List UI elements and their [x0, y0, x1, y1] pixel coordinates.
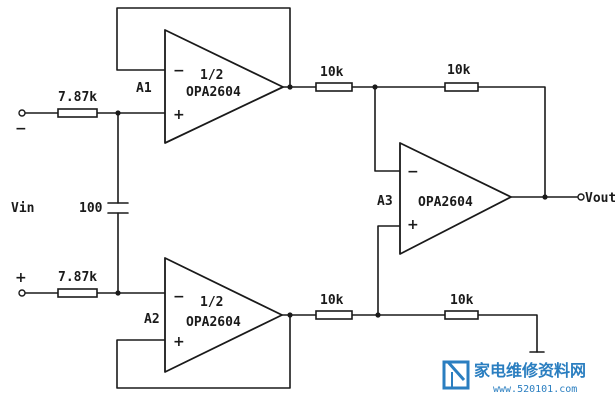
resistor-r2: [315, 310, 353, 320]
a2-plus-pin: +: [173, 334, 185, 350]
a3-part: OPA2604: [418, 195, 473, 210]
input-plus-sign: +: [15, 270, 27, 286]
r2-label: 10k: [320, 293, 344, 308]
resistor-input-top: [57, 108, 98, 118]
junction-dot: [375, 312, 381, 318]
wire-bottom-bus: [351, 314, 538, 353]
a2-ref: A2: [144, 312, 160, 327]
junction-dot: [115, 110, 121, 116]
junction-dots: [115, 84, 548, 318]
a3-minus-pin: −: [407, 164, 419, 180]
a2-part-line1: 1/2: [200, 295, 223, 310]
resistor-feedback: [444, 82, 479, 92]
watermark-logo-icon: [442, 360, 470, 390]
watermark-url: www.520101.com: [493, 384, 577, 395]
a1-plus-pin: +: [173, 107, 185, 123]
a1-ref: A1: [136, 81, 152, 96]
r-ground-label: 10k: [450, 293, 474, 308]
a3-plus-pin: +: [407, 217, 419, 233]
resistor-r1: [315, 82, 353, 92]
a1-minus-pin: −: [173, 63, 185, 79]
wire-a3-plus: [377, 225, 401, 316]
a2-minus-pin: −: [173, 289, 185, 305]
r-in-bottom-label: 7.87k: [58, 270, 97, 285]
a1-part-line2: OPA2604: [186, 85, 241, 100]
terminal-vout: [577, 193, 585, 201]
wire-a2-feedback: [116, 314, 291, 389]
junction-dot: [287, 312, 293, 318]
cap-label: 100: [79, 201, 103, 216]
resistor-input-bottom: [57, 288, 98, 298]
input-minus-sign: −: [15, 121, 27, 137]
resistor-ground: [444, 310, 479, 320]
vin-label: Vin: [11, 201, 34, 216]
wire-a3-minus: [374, 86, 401, 172]
junction-dot: [287, 84, 293, 90]
wires: [24, 7, 579, 389]
wire-top-bus: [351, 86, 546, 198]
terminal-input-plus: [18, 289, 26, 297]
junction-dot: [542, 194, 548, 200]
junction-dot: [372, 84, 378, 90]
a3-ref: A3: [377, 194, 393, 209]
r-feedback-label: 10k: [447, 63, 471, 78]
a1-part-line1: 1/2: [200, 68, 223, 83]
opamp-a1: [164, 29, 284, 144]
wire-a1-feedback: [116, 7, 291, 88]
vout-label: Vout: [585, 191, 615, 206]
r1-label: 10k: [320, 65, 344, 80]
junction-dot: [115, 290, 121, 296]
watermark-text: 家电维修资料网: [474, 361, 586, 380]
capacitor: [107, 202, 129, 214]
r-in-top-label: 7.87k: [58, 90, 97, 105]
terminal-input-minus: [18, 109, 26, 117]
watermark: 家电维修资料网 www.520101.com: [442, 360, 586, 395]
a2-part-line2: OPA2604: [186, 315, 241, 330]
opamp-a3: [399, 142, 512, 255]
opamp-a2: [164, 257, 283, 373]
